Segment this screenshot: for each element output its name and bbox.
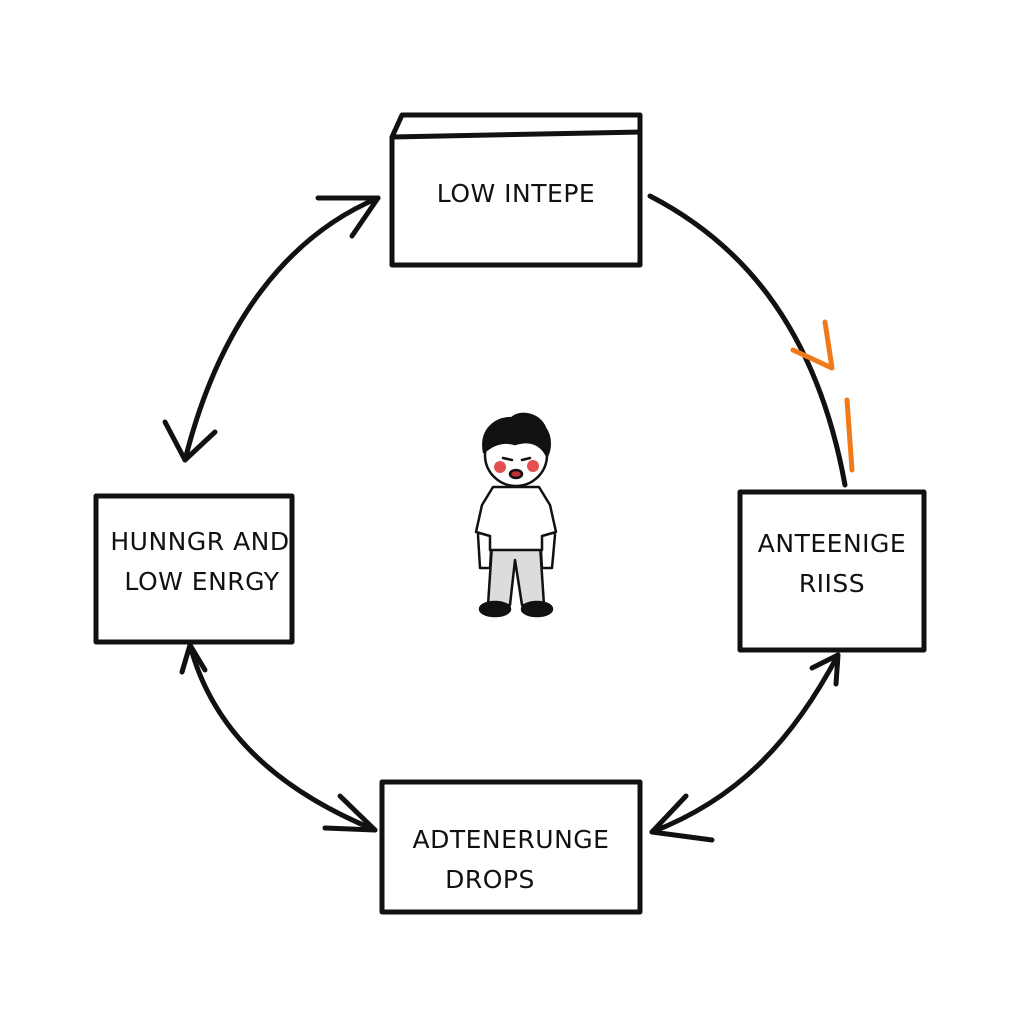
node-right — [737, 489, 927, 653]
arrowhead-left-from-bottom — [179, 642, 208, 675]
arrow-top-to-right — [647, 193, 848, 488]
accent-arrowhead — [790, 319, 855, 473]
arrowhead-right-to-bottom — [809, 652, 841, 687]
sad-person-icon — [474, 412, 558, 618]
arrowhead-left-to-top — [315, 195, 381, 239]
node-left-label-line1: HUNNGR AND — [110, 527, 289, 556]
arrowhead-bottom-to-left-end — [322, 793, 378, 833]
arrow-bottom-to-left — [187, 642, 378, 833]
arrowhead-bottom-from-right — [649, 793, 715, 843]
node-top-label: LOW INTEPE — [437, 179, 595, 208]
arrow-right-to-bottom — [649, 652, 841, 835]
node-bottom-label-line1: ADTENERUNGE — [413, 825, 610, 854]
arrowhead-left-down — [162, 419, 218, 463]
node-right-label-line2: RIISS — [799, 569, 865, 598]
node-left-label-line2: LOW ENRGY — [124, 567, 279, 596]
node-top — [389, 112, 643, 268]
node-bottom — [379, 779, 643, 915]
arrow-left-to-top — [182, 195, 381, 463]
node-bottom-label-line2: DROPS — [445, 865, 535, 894]
node-left — [93, 493, 295, 645]
node-right-label-line1: ANTEENIGE — [758, 529, 906, 558]
